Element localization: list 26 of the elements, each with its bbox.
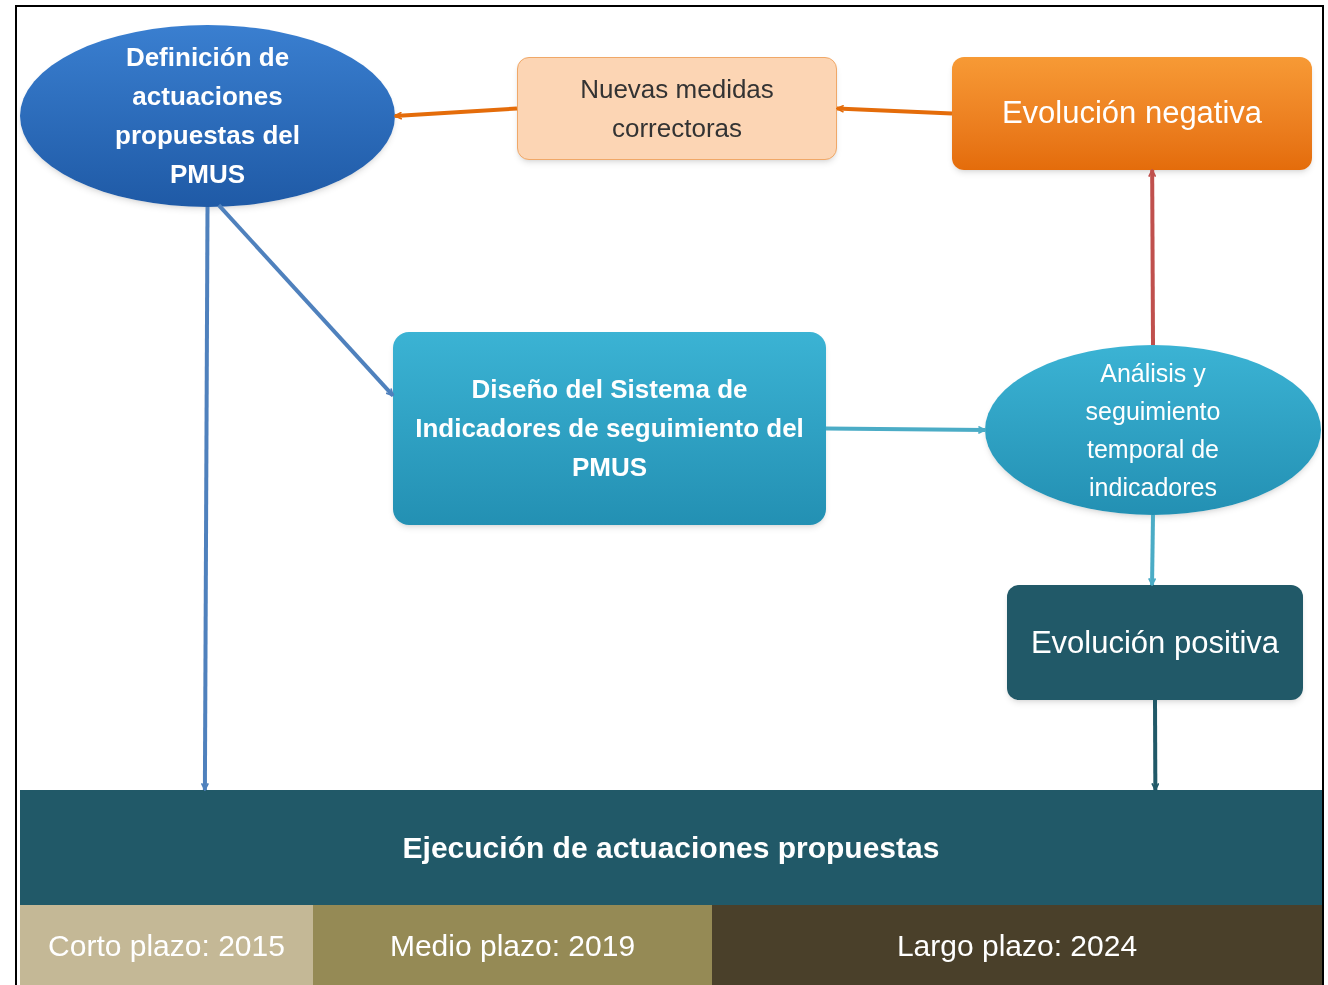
arrow — [825, 425, 986, 435]
node-label: Medio plazo: 2019 — [388, 927, 637, 964]
timeline-band — [712, 905, 1322, 985]
process-box — [952, 57, 1312, 170]
node-label: Definición de actuaciones propuestas del PMUS — [114, 41, 301, 191]
node-label: Análisis y seguimiento temporal de indicadores — [1084, 358, 1222, 503]
node-label: Largo plazo: 2024 — [895, 927, 1139, 964]
arrow — [1148, 169, 1157, 345]
arrow — [394, 106, 518, 120]
process-box — [517, 57, 837, 160]
node-label: Evolución positiva — [1029, 623, 1281, 662]
timeline-band — [20, 905, 313, 985]
node-label: Diseño del Sistema de Indicadores de seguimiento del PMUS — [414, 373, 805, 484]
process-box — [393, 332, 826, 525]
arrow — [1147, 514, 1157, 586]
node-label: Evolución negativa — [1000, 94, 1264, 133]
node-label: Nuevas medidas correctoras — [579, 72, 775, 145]
arrow — [217, 203, 395, 398]
arrow — [836, 104, 953, 116]
node-label: Ejecución de actuaciones propuestas — [401, 830, 941, 866]
arrow — [1151, 700, 1160, 791]
execution-band — [20, 790, 1322, 905]
process-box — [1007, 585, 1303, 700]
node-label: Corto plazo: 2015 — [47, 927, 286, 964]
arrow — [200, 207, 210, 791]
timeline-band — [313, 905, 712, 985]
